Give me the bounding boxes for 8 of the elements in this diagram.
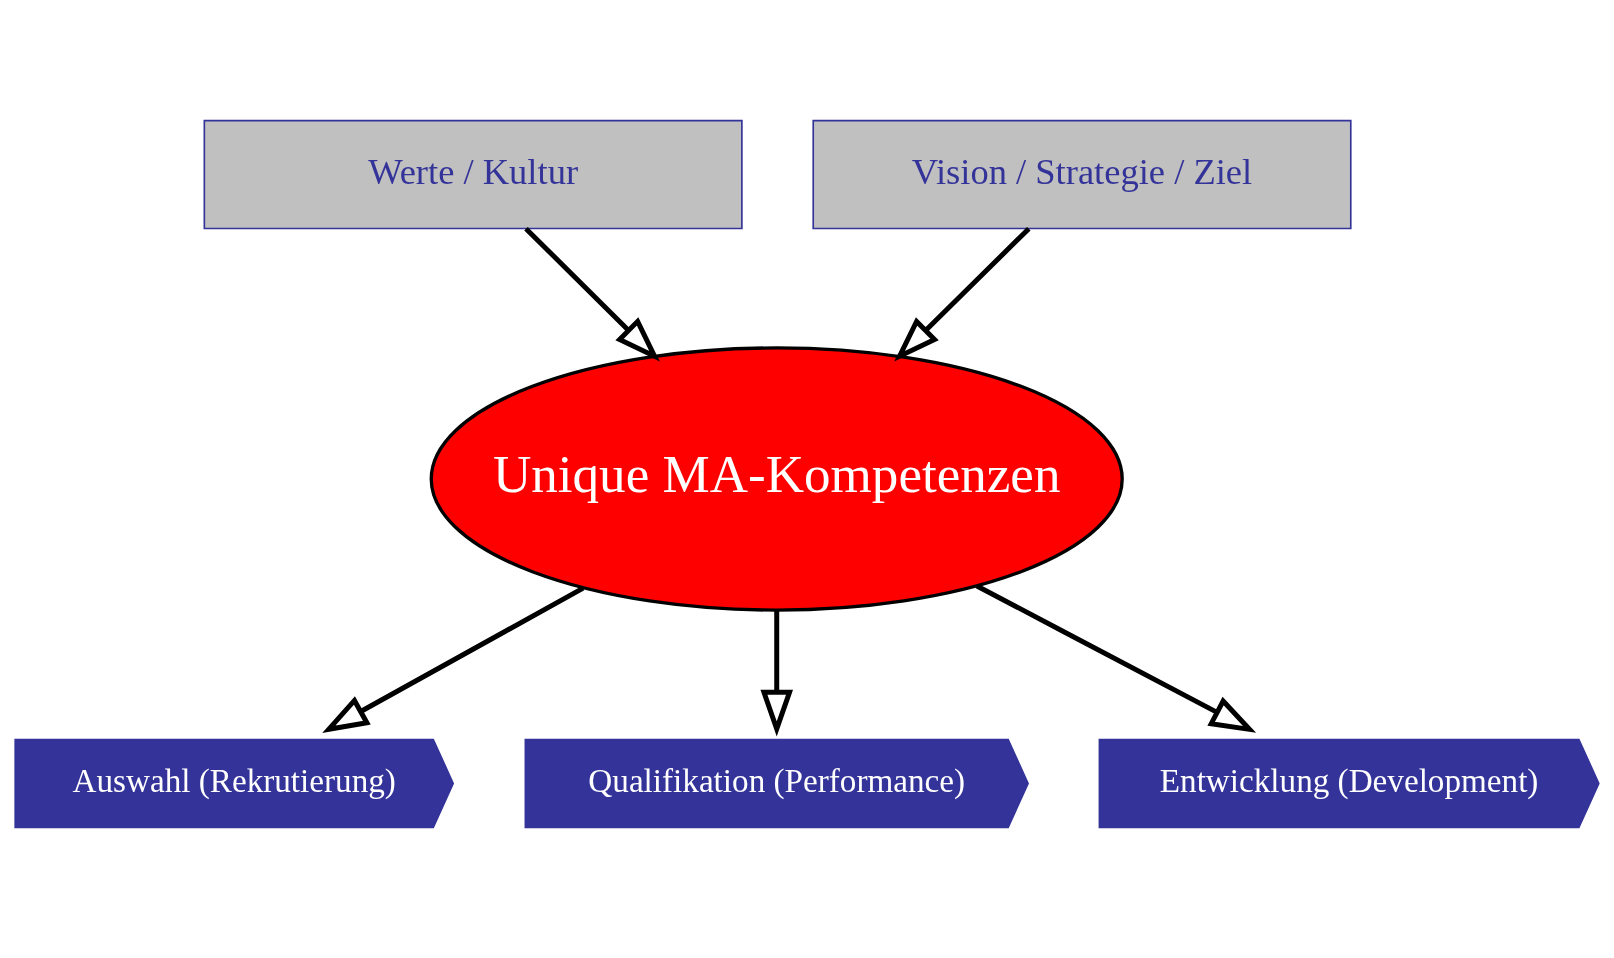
node-box: Werte / Kultur: [203, 119, 743, 230]
arrow: [524, 226, 660, 362]
node-box: Vision / Strategie / Ziel: [812, 119, 1352, 230]
arrow: [894, 226, 1031, 362]
arrow: [760, 610, 793, 737]
node-ellipse: Unique MA-Kompetenzen: [429, 346, 1124, 612]
arrow: [975, 583, 1257, 733]
arrow: [322, 585, 585, 733]
